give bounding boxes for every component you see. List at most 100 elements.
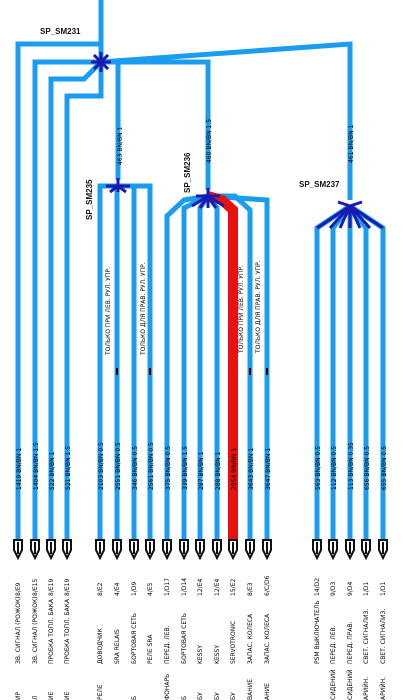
destination-label: KESSY	[214, 645, 221, 664]
destination-prefix: ВАНИЕ	[247, 679, 254, 700]
destination-label: СВЕТ. СИГНАЛИЗ.	[380, 609, 387, 664]
destination-prefix: АНИЕ	[264, 683, 271, 700]
wire-label: 288 BN/BN 1	[215, 452, 222, 490]
destination-prefix: АРИЙН.	[363, 677, 370, 700]
wire-label: 522 BN/BN 1	[49, 452, 56, 490]
wire-label: 2103 BN/BN 0.5	[98, 442, 105, 490]
destination-prefix: Л	[32, 695, 39, 700]
destination-prefix: Б	[181, 696, 188, 700]
destination-prefix: АРИЙН.	[380, 677, 387, 700]
pin-label: 14/D2	[314, 578, 321, 596]
branch-wire-2	[48, 60, 103, 540]
pin-label: 6/C/D6	[264, 575, 271, 596]
destination-prefix: Б	[131, 696, 138, 700]
pin-label: 9/D4	[347, 582, 354, 596]
branch-wire-3	[64, 62, 104, 540]
trunk-wire-label-463: 463 BN/BN 1	[117, 127, 124, 165]
branch-wire-8	[164, 193, 209, 540]
wire-label: 563 BN/BN 0.5	[315, 446, 322, 490]
destination-prefix: СИДЕНИЙ	[330, 669, 337, 700]
wire-label: 339 BN/BN 1.5	[182, 446, 189, 490]
pin-label: 8/E15	[32, 579, 39, 596]
destination-prefix: ФОНАРЬ	[164, 674, 171, 700]
pin-label: 8/E19	[64, 579, 71, 596]
pin-label: 8/E9	[15, 582, 22, 596]
wire-label: 375 BN/BN 0.5	[165, 446, 172, 490]
destination-label: БОРТОВАЯ СЕТЬ	[181, 613, 188, 664]
destination-label: PSM ВЫКЛЮЧАТЕЛЬ	[314, 601, 321, 664]
destination-label: СВЕТ. СИГНАЛИЗ.	[363, 609, 370, 664]
destination-prefix: ИЕ	[64, 692, 71, 700]
pin-label: 1/D1	[380, 582, 387, 596]
wire-label: 287 BN/BN 1	[198, 452, 205, 490]
wire-label: 2551 BN/BN 0.5	[115, 442, 122, 490]
wire-label: 521 BN/BN 1.5	[65, 446, 72, 490]
note-right-drive-2: ТОЛЬКО ДЛЯ ПРАВ. РУЛ. УПР.	[255, 260, 262, 354]
destination-label: ЗАПАС. КОЛЕСА	[247, 613, 254, 664]
splice-label-sm231: SP_SM231	[40, 27, 81, 36]
branch-wire-0	[15, 41, 104, 540]
pin-label: 8/E3	[247, 582, 254, 596]
trunk-wire-to-sm235	[101, 59, 121, 180]
pin-label: 12/E4	[214, 579, 221, 596]
destination-label: ЗАПАС. КОЛЕСА	[264, 613, 271, 664]
destination-label: РЕЛЕ SRA	[147, 634, 154, 664]
destination-prefix: ИЕ	[48, 692, 55, 700]
splice-node-sm236-ray	[207, 194, 225, 208]
pin-label: 8/E19	[48, 579, 55, 596]
splice-node-sm237-ray	[328, 204, 352, 230]
splice-label-sm235: SP_SM235	[85, 179, 94, 220]
note-right-drive-1: ТОЛЬКО ДЛЯ ПРАВ. РУЛ. УПР.	[140, 262, 147, 356]
wire-label: 3643 BN/BN 1	[248, 448, 255, 490]
destination-label: ДОВОДЧИК	[97, 627, 104, 664]
splice-node-sm237-ray	[349, 200, 363, 208]
note-left-drive-2: ТОЛЬКО ПРИ ЛЕВ. РУЛ. УПР.	[238, 265, 245, 354]
splice-node-layer	[13, 52, 388, 561]
pin-label: 12/E4	[197, 579, 204, 596]
trunk-wire-label-460: 460 BN/BN 1.5	[206, 119, 213, 163]
destination-label: ПЕРЕД. ПРАВ.	[347, 621, 354, 664]
destination-prefix: СИДЕНИЙ	[347, 669, 354, 700]
destination-prefix: БУ	[214, 692, 221, 700]
pin-label: 1/D17	[164, 578, 171, 596]
wire-label: 1404 BN/BN 1.5	[33, 442, 40, 490]
branch-wire-12-highlight	[206, 191, 238, 540]
branch-wire-1	[32, 59, 101, 540]
destination-label: SRA RELAIS	[114, 629, 121, 664]
pin-label: 4/E5	[147, 582, 154, 596]
destination-prefix: РЕЛЕ	[97, 684, 104, 700]
pin-label: 8/E2	[97, 582, 104, 596]
destination-label: БОРТОВАЯ СЕТЬ	[131, 613, 138, 664]
trunk-wire-to-sm237	[100, 41, 353, 200]
destination-label: ПЕРЕД. ЛЕВ.	[164, 625, 171, 664]
wire-label: 2561 BN/BN 0.5	[148, 442, 155, 490]
splice-node-sm235	[106, 178, 130, 194]
wire-label: 112 BN/BN 0.5	[331, 446, 338, 490]
splice-node-sm237-ray	[349, 204, 384, 230]
wire-label: 655 BN/BN 0.5	[381, 446, 388, 490]
pin-label: 4/E4	[114, 582, 121, 596]
branch-wire-14	[207, 193, 270, 540]
destination-label: ПРОБКА ТОПЛ. БАКА	[64, 598, 71, 664]
pin-label: 9/D3	[330, 582, 337, 596]
wire-label: 2954 BN/BN 1	[231, 448, 238, 490]
wire-label: 346 BN/BN 0.5	[132, 446, 139, 490]
pin-label: 1/D1	[363, 582, 370, 596]
destination-label: KESSY	[197, 645, 204, 664]
pin-label: 1/D14	[181, 578, 188, 596]
destination-label: ПРОБКА ТОПЛ. БАКА	[48, 598, 55, 664]
destination-prefix: БУ	[230, 692, 237, 700]
destination-prefix: БУ	[197, 692, 204, 700]
splice-label-sm237: SP_SM237	[299, 180, 340, 189]
destination-label: ЗВ. СИГНАЛ (РОЖОК)	[15, 596, 22, 664]
destination-label: ЗВ. СИГНАЛ (РОЖОК)	[32, 596, 39, 664]
wire-label: 1419 BN/BN 1	[16, 448, 23, 490]
destination-label: SERVOTRONIC	[230, 621, 237, 664]
splice-node-sm237-ray	[337, 200, 351, 208]
splice-node-sm231-ray	[99, 53, 110, 64]
splice-label-sm236: SP_SM236	[183, 152, 192, 193]
wire-label: 113 BN/BN 0.35	[348, 442, 355, 490]
trunk-wire-to-sm236	[101, 59, 211, 190]
